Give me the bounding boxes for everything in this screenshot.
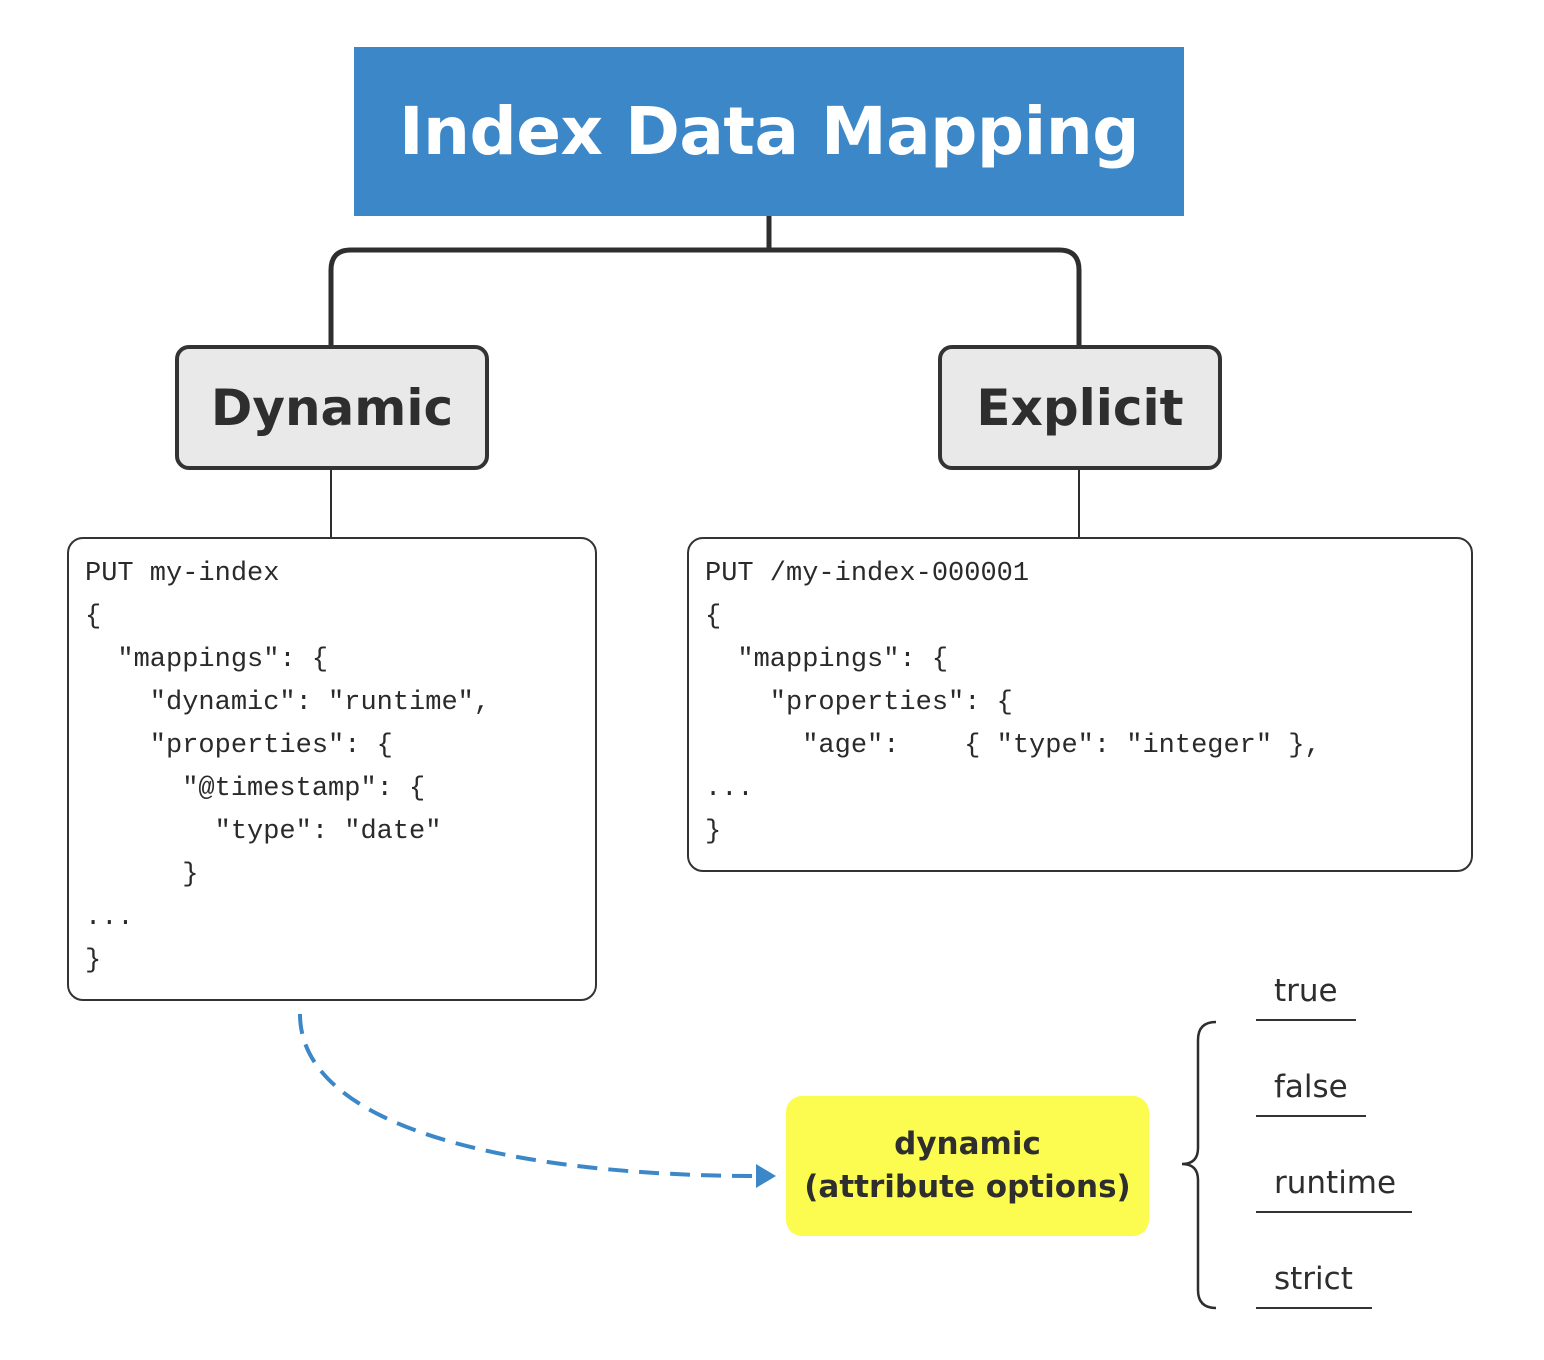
code-line: }	[85, 860, 199, 890]
attribute-options-box: dynamic (attribute options)	[786, 1096, 1149, 1236]
code-line: "type": "date"	[85, 817, 442, 847]
dynamic-code-block: PUT my-index { "mappings": { "dynamic": …	[67, 537, 597, 1001]
code-line: ...	[85, 903, 134, 933]
explicit-code-block: PUT /my-index-000001 { "mappings": { "pr…	[687, 537, 1473, 872]
attribute-name: dynamic	[894, 1126, 1041, 1162]
code-line: "mappings": {	[705, 645, 949, 675]
code-line: "@timestamp": {	[85, 774, 426, 804]
option-true: true	[1256, 975, 1356, 1021]
code-line: PUT my-index	[85, 559, 280, 589]
option-false: false	[1256, 1071, 1366, 1117]
code-line: "mappings": {	[85, 645, 329, 675]
dynamic-node: Dynamic	[175, 345, 489, 470]
code-line: PUT /my-index-000001	[705, 559, 1030, 589]
dashed-arrow	[298, 1013, 759, 1178]
code-line: }	[705, 817, 722, 847]
options-brace	[1181, 1020, 1217, 1310]
code-line: {	[705, 602, 722, 632]
explicit-node: Explicit	[938, 345, 1222, 470]
code-line: "properties": {	[705, 688, 1013, 718]
arrow-head	[756, 1164, 776, 1188]
code-line: "properties": {	[85, 731, 393, 761]
code-line: {	[85, 602, 102, 632]
option-runtime: runtime	[1256, 1167, 1412, 1213]
code-line: ...	[705, 774, 754, 804]
code-line: }	[85, 946, 102, 976]
code-line: "age": { "type": "integer" },	[705, 731, 1321, 761]
diagram-title: Index Data Mapping	[354, 47, 1184, 216]
attribute-caption: (attribute options)	[804, 1169, 1131, 1205]
code-line: "dynamic": "runtime",	[85, 688, 491, 718]
option-strict: strict	[1256, 1263, 1372, 1309]
tree-connector	[328, 216, 1082, 345]
